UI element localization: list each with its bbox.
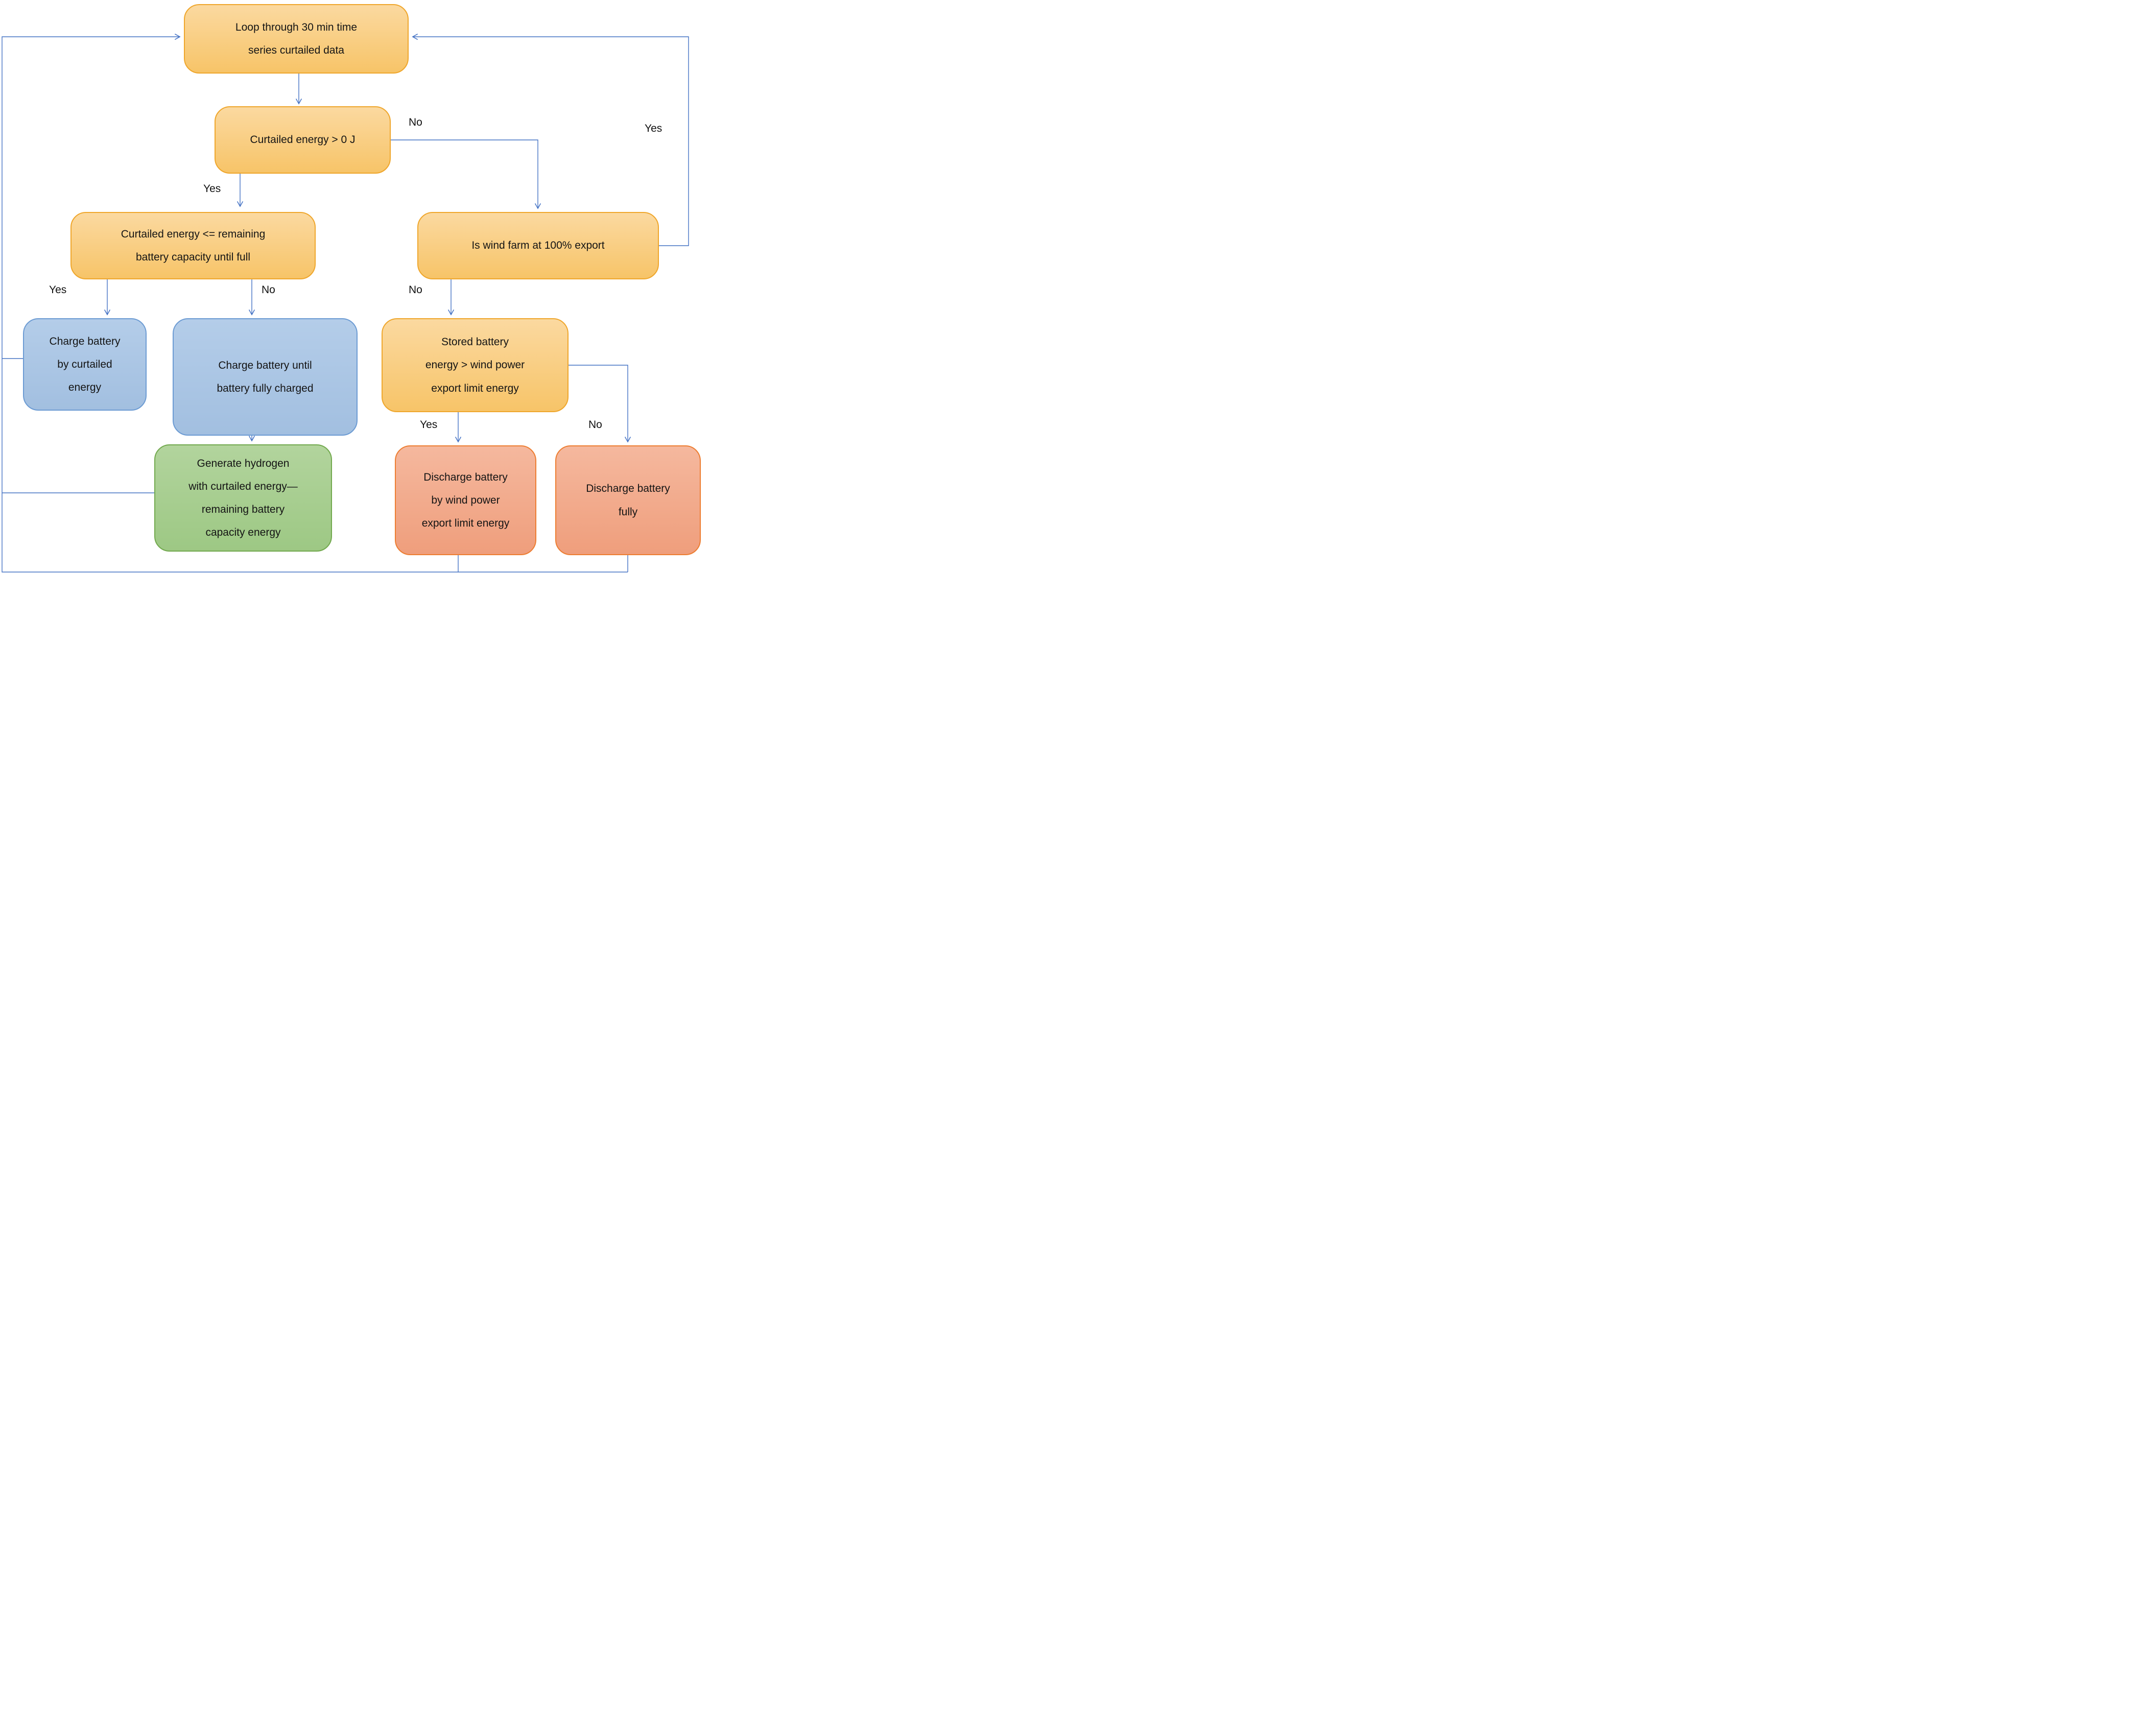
edge-label-export-yes: Yes — [645, 123, 662, 134]
connector-layer — [2, 33, 689, 573]
node-charge-battery-by-curtailed: Charge battery by curtailed energy — [23, 318, 147, 411]
edge-export-yes-return-loop — [412, 33, 689, 246]
node-wind-farm-100-export: Is wind farm at 100% export — [417, 212, 659, 279]
node-loop-through-data: Loop through 30 min time series curtaile… — [184, 4, 409, 74]
node-discharge-by-export-limit: Discharge battery by wind power export l… — [395, 445, 536, 555]
edge-label-curtailed-yes: Yes — [203, 183, 221, 195]
edge-label-export-no: No — [409, 284, 422, 296]
edge-label-stored-no: No — [588, 419, 602, 431]
edge-label-stored-yes: Yes — [420, 419, 438, 431]
edge-curtailed-no — [391, 139, 541, 209]
node-discharge-fully: Discharge battery fully — [555, 445, 701, 555]
node-curtailed-le-remaining-capacity: Curtailed energy <= remaining battery ca… — [70, 212, 316, 279]
edge-bottom-return-loop — [2, 33, 628, 573]
flowchart-canvas: Loop through 30 min time series curtaile… — [0, 0, 710, 579]
edge-label-capacity-no: No — [262, 284, 275, 296]
node-generate-hydrogen: Generate hydrogen with curtailed energy—… — [154, 444, 332, 552]
edge-label-curtailed-no: No — [409, 116, 422, 128]
edge-stored-no — [569, 365, 631, 443]
edge-label-capacity-yes: Yes — [49, 284, 67, 296]
node-stored-energy-gt-export-limit: Stored battery energy > wind power expor… — [382, 318, 569, 412]
node-charge-battery-until-full: Charge battery until battery fully charg… — [173, 318, 358, 436]
node-curtailed-energy-positive: Curtailed energy > 0 J — [215, 106, 391, 174]
